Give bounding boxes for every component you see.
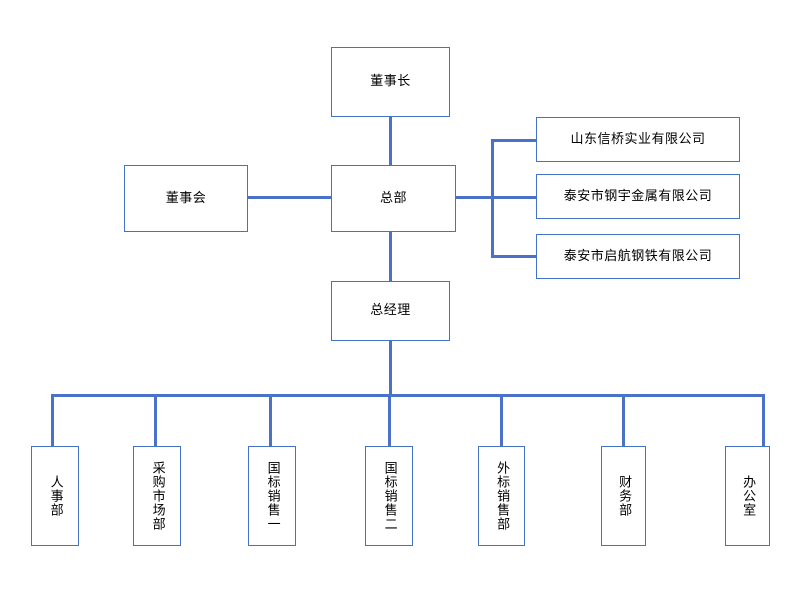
node-subsidiary-2-label: 泰安市钢宇金属有限公司 [563,188,713,204]
connector-bus-to-dept-gb-sales-1 [269,394,272,446]
node-headquarters[interactable]: 总部 [331,165,456,232]
node-chairman[interactable]: 董事长 [331,47,450,117]
node-dept-gb-sales-1-label: 国标销售一 [264,461,280,531]
connector-bus-to-subsidiary-2 [491,196,537,199]
connector-bus-to-dept-procurement-market [154,394,157,446]
node-headquarters-label: 总部 [379,190,407,206]
connector-chairman-to-headquarters [389,117,392,167]
node-dept-foreign-sales[interactable]: 外标销售部 [478,446,525,546]
node-subsidiary-1-label: 山东信桥实业有限公司 [570,131,706,147]
node-dept-hr-label: 人事部 [47,475,63,517]
node-general-manager-label: 总经理 [370,303,411,319]
node-dept-gb-sales-2-label: 国标销售二 [381,461,397,531]
connector-bus-to-subsidiary-3 [491,255,537,258]
node-dept-hr[interactable]: 人事部 [31,446,79,546]
connector-bus-to-dept-office [762,394,765,446]
node-dept-gb-sales-2[interactable]: 国标销售二 [365,446,413,546]
connector-headquarters-to-general-manager [389,231,392,281]
connector-board-to-headquarters [248,196,333,199]
node-subsidiary-2[interactable]: 泰安市钢宇金属有限公司 [536,174,740,219]
connector-headquarters-to-subsidiary-bus [455,196,494,199]
node-dept-gb-sales-1[interactable]: 国标销售一 [248,446,296,546]
connector-bus-to-dept-foreign-sales [500,394,503,446]
node-dept-office[interactable]: 办公室 [725,446,770,546]
node-dept-foreign-sales-label: 外标销售部 [494,461,510,531]
node-dept-procurement-market-label: 采购市场部 [149,461,165,531]
node-subsidiary-3[interactable]: 泰安市启航钢铁有限公司 [536,234,740,279]
connector-department-bus [51,394,765,397]
connector-bus-to-dept-finance [622,394,625,446]
node-dept-office-label: 办公室 [740,475,756,517]
node-board[interactable]: 董事会 [124,165,248,232]
node-dept-finance-label: 财务部 [616,475,632,517]
node-board-label: 董事会 [165,190,207,206]
connector-bus-to-dept-hr [51,394,54,446]
node-subsidiary-1[interactable]: 山东信桥实业有限公司 [536,117,740,162]
connector-general-manager-to-dept-bus [389,341,392,397]
node-general-manager[interactable]: 总经理 [331,281,450,341]
connector-bus-to-dept-gb-sales-2 [388,394,391,446]
node-chairman-label: 董事长 [370,74,411,90]
connector-bus-to-subsidiary-1 [491,139,537,142]
node-dept-finance[interactable]: 财务部 [601,446,646,546]
node-dept-procurement-market[interactable]: 采购市场部 [133,446,181,546]
node-subsidiary-3-label: 泰安市启航钢铁有限公司 [563,248,713,264]
